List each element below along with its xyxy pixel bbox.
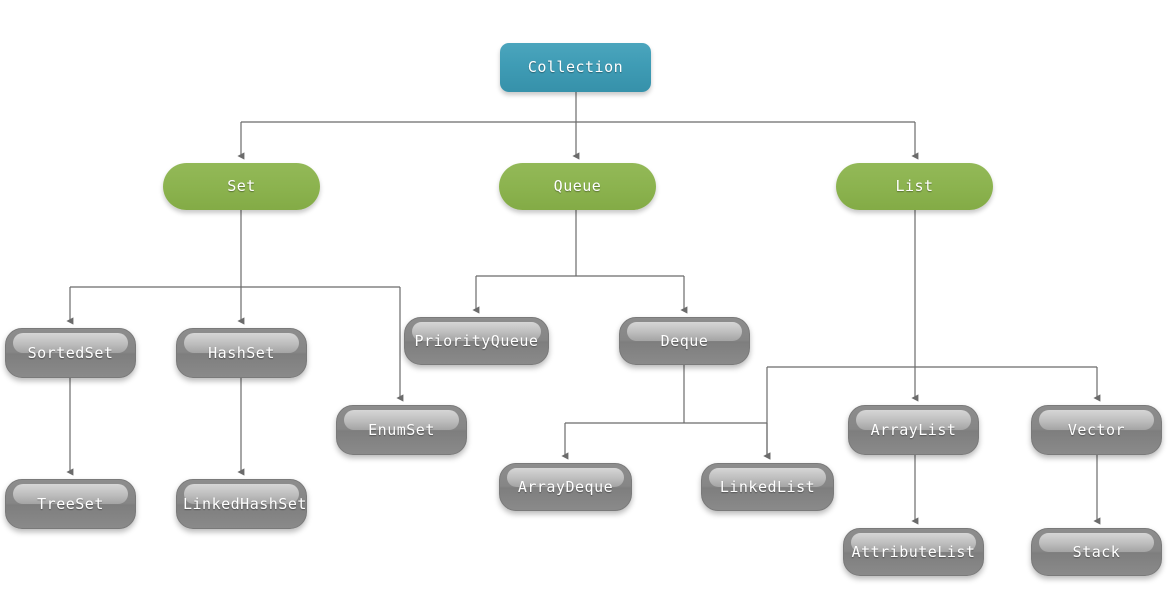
node-label: Queue [553,177,602,195]
node-label: HashSet [208,343,275,362]
node-label: Deque [660,331,709,350]
node-linkedlist[interactable]: LinkedList [701,463,834,511]
node-label: TreeSet [37,494,104,513]
node-label: ArrayList [870,420,957,439]
node-vector[interactable]: Vector [1031,405,1162,455]
node-label: Stack [1072,542,1121,561]
node-label: Collection [527,58,624,76]
node-enumset[interactable]: EnumSet [336,405,467,455]
node-label: List [895,177,934,195]
node-queue[interactable]: Queue [499,163,656,210]
node-label: LinkedList [719,477,816,496]
node-priorityqueue[interactable]: PriorityQueue [404,317,549,365]
node-label: SortedSet [27,343,114,362]
node-list[interactable]: List [836,163,993,210]
node-label: ArrayDeque [517,477,614,496]
node-label: AttributeList [851,542,976,561]
node-hashset[interactable]: HashSet [176,328,307,378]
node-deque[interactable]: Deque [619,317,750,365]
node-set[interactable]: Set [163,163,320,210]
node-collection[interactable]: Collection [500,43,651,92]
node-arraydeque[interactable]: ArrayDeque [499,463,632,511]
node-stack[interactable]: Stack [1031,528,1162,576]
node-attributelist[interactable]: AttributeList [843,528,984,576]
node-label: LinkedHashSet [183,494,307,513]
node-sortedset[interactable]: SortedSet [5,328,136,378]
node-label: EnumSet [368,420,435,439]
node-label: PriorityQueue [414,331,539,350]
node-arraylist[interactable]: ArrayList [848,405,979,455]
node-label: Set [227,177,256,195]
node-label: Vector [1067,420,1126,439]
node-linkedhashset[interactable]: LinkedHashSet [176,479,307,529]
node-treeset[interactable]: TreeSet [5,479,136,529]
